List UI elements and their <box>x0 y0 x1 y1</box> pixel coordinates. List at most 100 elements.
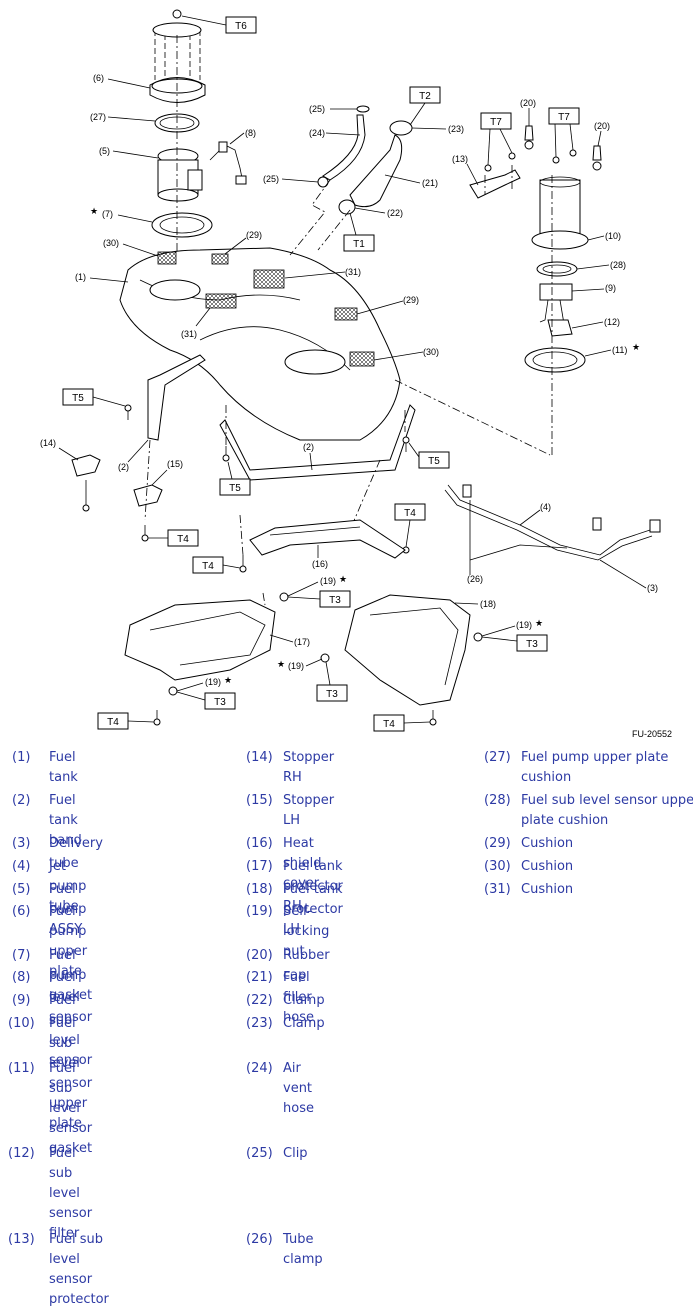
legend-item-3: (3)Delivery tube <box>12 836 103 871</box>
fuel-sub-level-sensor-filter <box>547 319 573 337</box>
fuel-tank <box>119 247 401 441</box>
legend-item-19: (19)Self-locking nut <box>246 904 330 959</box>
torque-tag-t1: T1 <box>343 234 375 252</box>
legend-item-23: (23)Clamp <box>246 1016 325 1031</box>
legend-item-29: (29)Cushion <box>484 836 574 851</box>
svg-text:T1: T1 <box>353 239 365 250</box>
svg-text:(30): (30) <box>423 347 439 357</box>
legend-item-6: (6)Fuel pump upper plate <box>12 904 88 979</box>
svg-text:T4: T4 <box>177 534 189 545</box>
fuel-tank-protector-lh <box>344 594 471 706</box>
heat-shield-cover <box>249 519 406 559</box>
svg-text:(14): (14) <box>40 438 56 448</box>
torque-tag-t3-top: T3 <box>319 590 351 608</box>
svg-text:(10): (10) <box>605 231 621 241</box>
torque-tag-t7-left: T7 <box>480 112 512 130</box>
svg-text:★: ★ <box>632 342 640 352</box>
svg-text:(31): (31) <box>345 267 361 277</box>
svg-text:T7: T7 <box>490 117 502 128</box>
fuel-tank-band-right <box>219 404 416 481</box>
exploded-diagram: T6 T2 T1 T7 T7 T5 T5 T5 T4 T4 T4 T4 T4 T… <box>40 9 672 739</box>
svg-text:(5): (5) <box>99 146 110 156</box>
legend-item-17: (17)Fuel tank protector RH <box>246 859 343 914</box>
legend-item-30: (30)Cushion <box>484 859 574 874</box>
svg-text:T5: T5 <box>428 456 440 467</box>
torque-tag-t3-left: T3 <box>204 692 236 710</box>
torque-tag-t4-heat-shield-right: T4 <box>394 503 426 521</box>
svg-text:★: ★ <box>224 675 232 685</box>
svg-text:(19): (19) <box>320 576 336 586</box>
stopper-rh <box>71 454 101 477</box>
svg-text:(16): (16) <box>312 559 328 569</box>
torque-tag-t6: T6 <box>225 16 257 34</box>
legend-item-14: (14)Stopper RH <box>246 750 335 785</box>
legend-item-26: (26)Tube clamp <box>246 1232 323 1267</box>
torque-tag-t5-right: T5 <box>418 451 450 469</box>
legend-item-21: (21)Fuel filler hose <box>246 970 314 1025</box>
svg-text:T6: T6 <box>235 21 247 32</box>
legend-item-9: (9)Fuel sub level sensor <box>12 993 93 1068</box>
torque-tag-t3-middle: T3 <box>316 684 348 702</box>
svg-text:(29): (29) <box>246 230 262 240</box>
fuel-tank-band-left <box>147 354 206 441</box>
svg-text:T4: T4 <box>404 508 416 519</box>
fuel-pump-upper-plate <box>149 9 206 103</box>
svg-text:(28): (28) <box>610 260 626 270</box>
torque-tag-t5-left: T5 <box>62 388 94 406</box>
parts-legend: (1)Fuel tank (2)Fuel tank band (3)Delive… <box>0 746 693 1307</box>
svg-text:T5: T5 <box>72 393 84 404</box>
svg-text:(30): (30) <box>103 238 119 248</box>
svg-text:(23): (23) <box>448 124 464 134</box>
legend-item-8: (8)Fuel level sensor <box>12 970 93 1025</box>
svg-text:(4): (4) <box>540 502 551 512</box>
svg-text:(21): (21) <box>422 178 438 188</box>
svg-text:(8): (8) <box>245 128 256 138</box>
svg-text:T4: T4 <box>383 719 395 730</box>
svg-text:(2): (2) <box>303 442 314 452</box>
svg-text:(27): (27) <box>90 112 106 122</box>
svg-text:(25): (25) <box>309 104 325 114</box>
svg-text:(31): (31) <box>181 329 197 339</box>
svg-text:(20): (20) <box>520 98 536 108</box>
svg-text:(29): (29) <box>403 295 419 305</box>
svg-text:(13): (13) <box>452 154 468 164</box>
svg-text:(17): (17) <box>294 637 310 647</box>
svg-text:T4: T4 <box>107 717 119 728</box>
svg-text:(6): (6) <box>93 73 104 83</box>
svg-text:★: ★ <box>90 206 98 216</box>
torque-tag-t7-right: T7 <box>548 107 580 125</box>
torque-tag-t4-protector-lh: T4 <box>373 714 405 732</box>
legend-item-4: (4)Jet pump tube <box>12 859 87 914</box>
svg-text:(19): (19) <box>205 677 221 687</box>
fuel-pump-assy <box>157 148 203 202</box>
svg-text:(22): (22) <box>387 208 403 218</box>
legend-item-12: (12)Fuel sub level sensor filter <box>8 1146 93 1241</box>
legend-item-1: (1)Fuel tank <box>12 750 78 785</box>
svg-text:(26): (26) <box>467 574 483 584</box>
fuel-sub-level-sensor <box>539 283 573 331</box>
fuel-level-sensor <box>209 141 247 185</box>
svg-text:★: ★ <box>535 618 543 628</box>
torque-tag-t4-stopper: T4 <box>167 529 199 547</box>
rubber-cap-right <box>592 145 602 171</box>
stopper-lh <box>133 484 163 507</box>
legend-item-22: (22)Clamp <box>246 993 325 1008</box>
svg-text:(11): (11) <box>612 345 627 355</box>
delivery-tube <box>444 484 661 561</box>
svg-text:(7): (7) <box>102 209 113 219</box>
svg-text:T3: T3 <box>214 697 226 708</box>
torque-tag-t4-protector-rh: T4 <box>97 712 129 730</box>
air-vent-hose <box>322 114 366 181</box>
svg-text:(15): (15) <box>167 459 183 469</box>
svg-text:(1): (1) <box>75 272 86 282</box>
svg-text:(19): (19) <box>516 620 532 630</box>
legend-item-2: (2)Fuel tank band <box>12 793 82 848</box>
svg-text:(2): (2) <box>118 462 129 472</box>
svg-text:(20): (20) <box>594 121 610 131</box>
legend-item-5: (5)Fuel pump ASSY <box>12 882 87 937</box>
fuel-sub-level-sensor-protector <box>469 169 521 199</box>
